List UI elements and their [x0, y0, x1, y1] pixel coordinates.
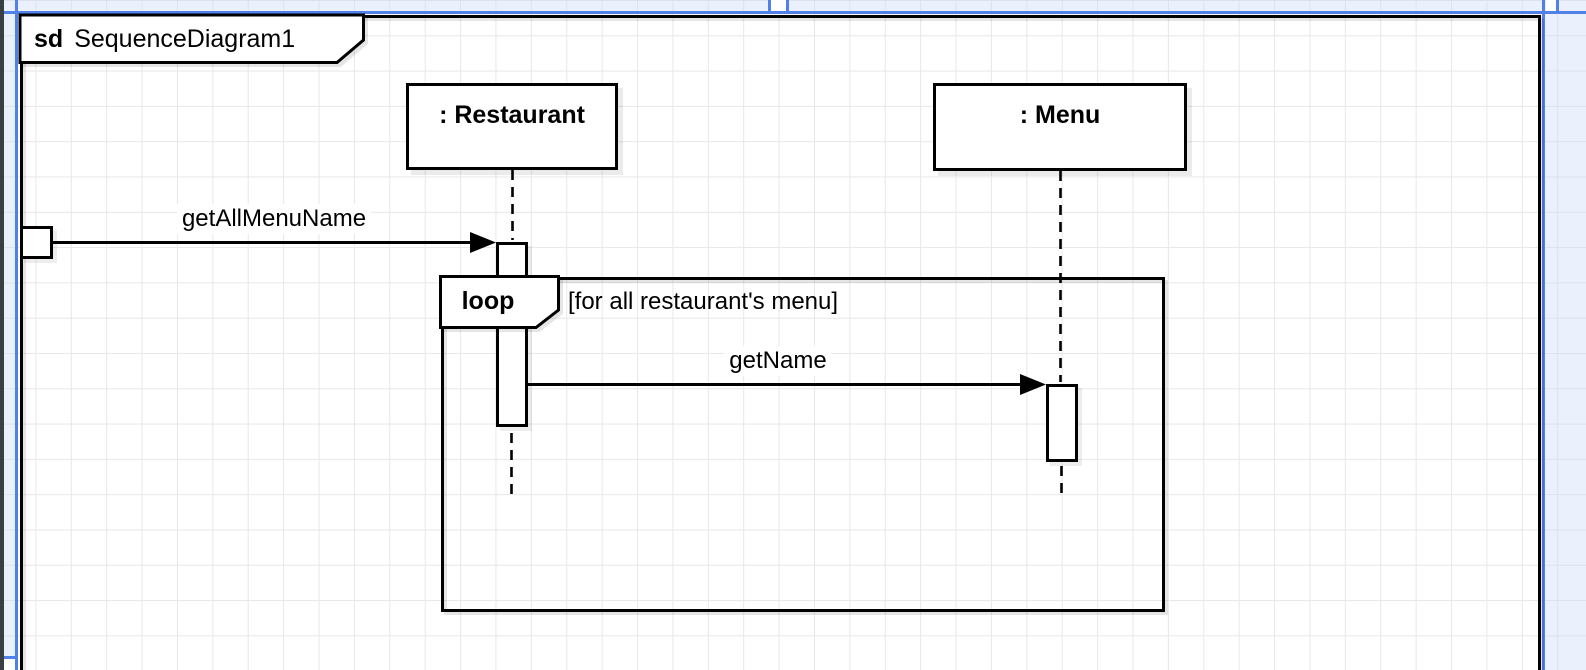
- page-boundary-line: [1542, 0, 1545, 670]
- page-boundary-line: [786, 0, 789, 14]
- page-boundary-line: [0, 656, 15, 659]
- frame-title[interactable]: sd SequenceDiagram1: [34, 17, 295, 62]
- page-boundary-line: [0, 11, 1586, 14]
- loop-operator-pentagon[interactable]: [439, 275, 561, 330]
- message-label-getname[interactable]: getName: [724, 346, 832, 376]
- loop-fragment-frame[interactable]: [441, 277, 1165, 612]
- frame-title-pentagon[interactable]: [18, 13, 368, 66]
- page-junction-gap: [771, 0, 786, 11]
- page-boundary-line: [1556, 0, 1559, 14]
- lifeline-head-menu[interactable]: : Menu: [933, 83, 1187, 171]
- activation-bar-menu[interactable]: [1046, 384, 1078, 462]
- sequence-diagram-frame[interactable]: [20, 15, 1541, 670]
- message-label-getallmenuname[interactable]: getAllMenuName: [176, 204, 372, 234]
- outside-page-tint-right: [1545, 12, 1586, 670]
- frame-keyword: sd: [34, 25, 64, 53]
- frame-name: SequenceDiagram1: [74, 25, 296, 53]
- page-boundary-line: [768, 0, 771, 14]
- message-gate[interactable]: [20, 226, 53, 259]
- lifeline-head-restaurant[interactable]: : Restaurant: [406, 83, 618, 170]
- window-edge-strip: [0, 0, 4, 670]
- activation-bar-restaurant[interactable]: [496, 242, 528, 427]
- page-boundary-line: [15, 0, 18, 670]
- lifeline-label: : Restaurant: [439, 101, 585, 129]
- loop-guard-label[interactable]: [for all restaurant's menu]: [568, 287, 839, 315]
- outside-page-tint-left: [4, 12, 16, 657]
- outside-page-tint-top: [0, 0, 1586, 12]
- loop-operator-label[interactable]: loop: [461, 287, 515, 315]
- page-junction-gap: [1546, 0, 1557, 11]
- lifeline-label: : Menu: [1019, 101, 1101, 129]
